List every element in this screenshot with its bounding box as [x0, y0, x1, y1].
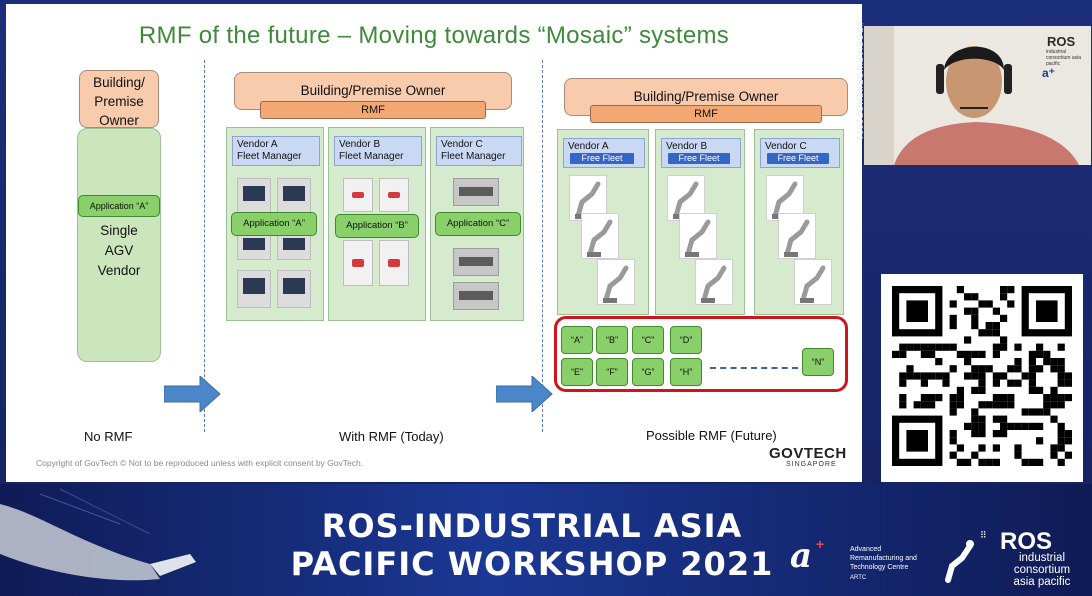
caption-with-rmf-today: With RMF (Today) — [339, 429, 444, 444]
cart-robot-image — [453, 248, 499, 276]
artc-name: Advanced Remanufacturing and Technology … — [850, 545, 917, 572]
artc-small-logo-icon: a⁺ — [1042, 66, 1056, 80]
vendor-b-label: Vendor B Fleet Manager — [334, 136, 422, 166]
vendor-line: Vendor — [97, 263, 141, 278]
ros-logo-sub: industrial consortium asia pacific — [992, 552, 1092, 588]
qr-code-icon — [892, 286, 1072, 466]
govtech-logo: GOVTECH — [769, 445, 847, 462]
app-square: “E” — [561, 358, 593, 386]
owner-line: Owner — [99, 113, 139, 128]
ros-dots-icon: ⠿ — [980, 530, 988, 540]
ros-sub-line: asia pacific — [1013, 576, 1071, 588]
vendor-a-label: Vendor A Fleet Manager — [232, 136, 320, 166]
app-square: “F” — [596, 358, 628, 386]
artc-plus-icon: + — [816, 536, 825, 552]
ros-sub-line: industrial — [1018, 552, 1066, 564]
slide-title: RMF of the future – Moving towards “Mosa… — [138, 22, 730, 49]
copyright-notice: Copyright of GovTech © Not to be reprodu… — [36, 458, 364, 468]
speaker-video-feed: ROS industrial consortium asia pacific a… — [864, 26, 1091, 165]
caption-no-rmf: No RMF — [84, 429, 133, 444]
delivery-robot-image — [379, 240, 409, 286]
app-square: “D” — [670, 326, 702, 354]
section-divider — [542, 60, 543, 432]
owner-box-no-rmf: Building/ Premise Owner — [79, 70, 159, 128]
free-fleet-badge: Free Fleet — [767, 153, 829, 164]
app-square: “H” — [670, 358, 702, 386]
single-agv-vendor-label: Single AGV Vendor — [78, 221, 160, 281]
delivery-robot-image — [379, 178, 409, 212]
artc-name-line: Advanced — [850, 546, 882, 553]
robot-hand-icon — [0, 488, 196, 581]
app-square: “N” — [802, 348, 834, 376]
artc-name-line: Remanufacturing and — [850, 555, 917, 562]
ros-sub-line: consortium — [1013, 564, 1071, 576]
robot-arm-image — [794, 259, 832, 305]
continuation-dashes — [710, 367, 798, 369]
robot-arm-image — [778, 213, 816, 259]
vendor-role: Fleet Manager — [339, 151, 404, 162]
artc-name-line: Technology Centre — [850, 564, 909, 571]
ros-small-sub: industrial consortium asia pacific — [1046, 49, 1082, 67]
app-square: “A” — [561, 326, 593, 354]
robot-arm-image — [695, 259, 733, 305]
vendor-c-column: Vendor C Fleet Manager Application “C” — [430, 127, 524, 321]
presentation-slide: RMF of the future – Moving towards “Mosa… — [6, 4, 862, 482]
delivery-robot-image — [343, 240, 373, 286]
section-divider — [204, 60, 205, 432]
rmf-bar-future: RMF — [590, 105, 822, 123]
qr-code[interactable] — [881, 274, 1083, 482]
vendor-name: Vendor B — [339, 139, 381, 150]
mosaic-apps-highlight — [554, 316, 848, 392]
cart-robot-image — [453, 282, 499, 310]
caption-possible-rmf-future: Possible RMF (Future) — [646, 428, 777, 443]
robot-arm-image — [597, 259, 635, 305]
robot-arm-image — [679, 213, 717, 259]
vendor-name: Vendor C — [441, 139, 483, 150]
ros-robot-arm-icon — [945, 540, 974, 583]
application-c-box: Application “C” — [435, 212, 521, 236]
agv-robot-image — [277, 270, 311, 308]
ros-logo-text: ROS — [1000, 528, 1053, 555]
robot-arm-image — [581, 213, 619, 259]
right-arrow-icon — [164, 376, 221, 412]
vendor-role: Fleet Manager — [441, 151, 506, 162]
delivery-robot-image — [343, 178, 373, 212]
vendor-c-label: Vendor C Fleet Manager — [436, 136, 522, 166]
vendor-role: Fleet Manager — [237, 151, 302, 162]
agv-robot-image — [237, 178, 271, 214]
artc-short: ARTC — [850, 575, 867, 581]
application-a-box: Application “A” — [231, 212, 317, 236]
govtech-logo-sub: SINGAPORE — [786, 461, 837, 468]
single-vendor-column: Application “A” Single AGV Vendor — [77, 128, 161, 362]
banner-title-line2: PACIFIC WORKSHOP 2021 — [290, 545, 774, 583]
vendor-a-column: Vendor A Fleet Manager Application “A” — [226, 127, 324, 321]
banner-title-line1: ROS-INDUSTRIAL ASIA — [321, 507, 743, 545]
ros-small-logo: ROS — [1047, 34, 1076, 49]
agv-robot-image — [237, 270, 271, 308]
app-square: “C” — [632, 326, 664, 354]
application-a-box: Application “A” — [78, 195, 160, 217]
workshop-hashtag: #ROSIAPWORKSHOP2021 — [855, 22, 864, 142]
speaker-avatar — [864, 26, 1091, 165]
owner-line: Premise — [94, 94, 144, 109]
vendor-line: Single — [100, 223, 138, 238]
app-square: “B” — [596, 326, 628, 354]
right-arrow-icon — [496, 376, 553, 412]
rmf-bar-today: RMF — [260, 101, 486, 119]
app-square: “G” — [632, 358, 664, 386]
workshop-banner: ROS-INDUSTRIAL ASIA PACIFIC WORKSHOP 202… — [0, 484, 1092, 596]
free-fleet-badge: Free Fleet — [570, 153, 634, 164]
free-fleet-badge: Free Fleet — [668, 153, 730, 164]
agv-robot-image — [277, 178, 311, 214]
agv-robot-image — [237, 232, 271, 260]
agv-robot-image — [277, 232, 311, 260]
vendor-b-column: Vendor B Fleet Manager Application “B” — [328, 127, 426, 321]
cart-robot-image — [453, 178, 499, 206]
vendor-name: Vendor A — [237, 139, 278, 150]
application-b-box: Application “B” — [335, 214, 419, 238]
vendor-line: AGV — [104, 243, 134, 258]
artc-logo-icon: a — [790, 536, 813, 576]
owner-line: Building/ — [93, 75, 145, 90]
